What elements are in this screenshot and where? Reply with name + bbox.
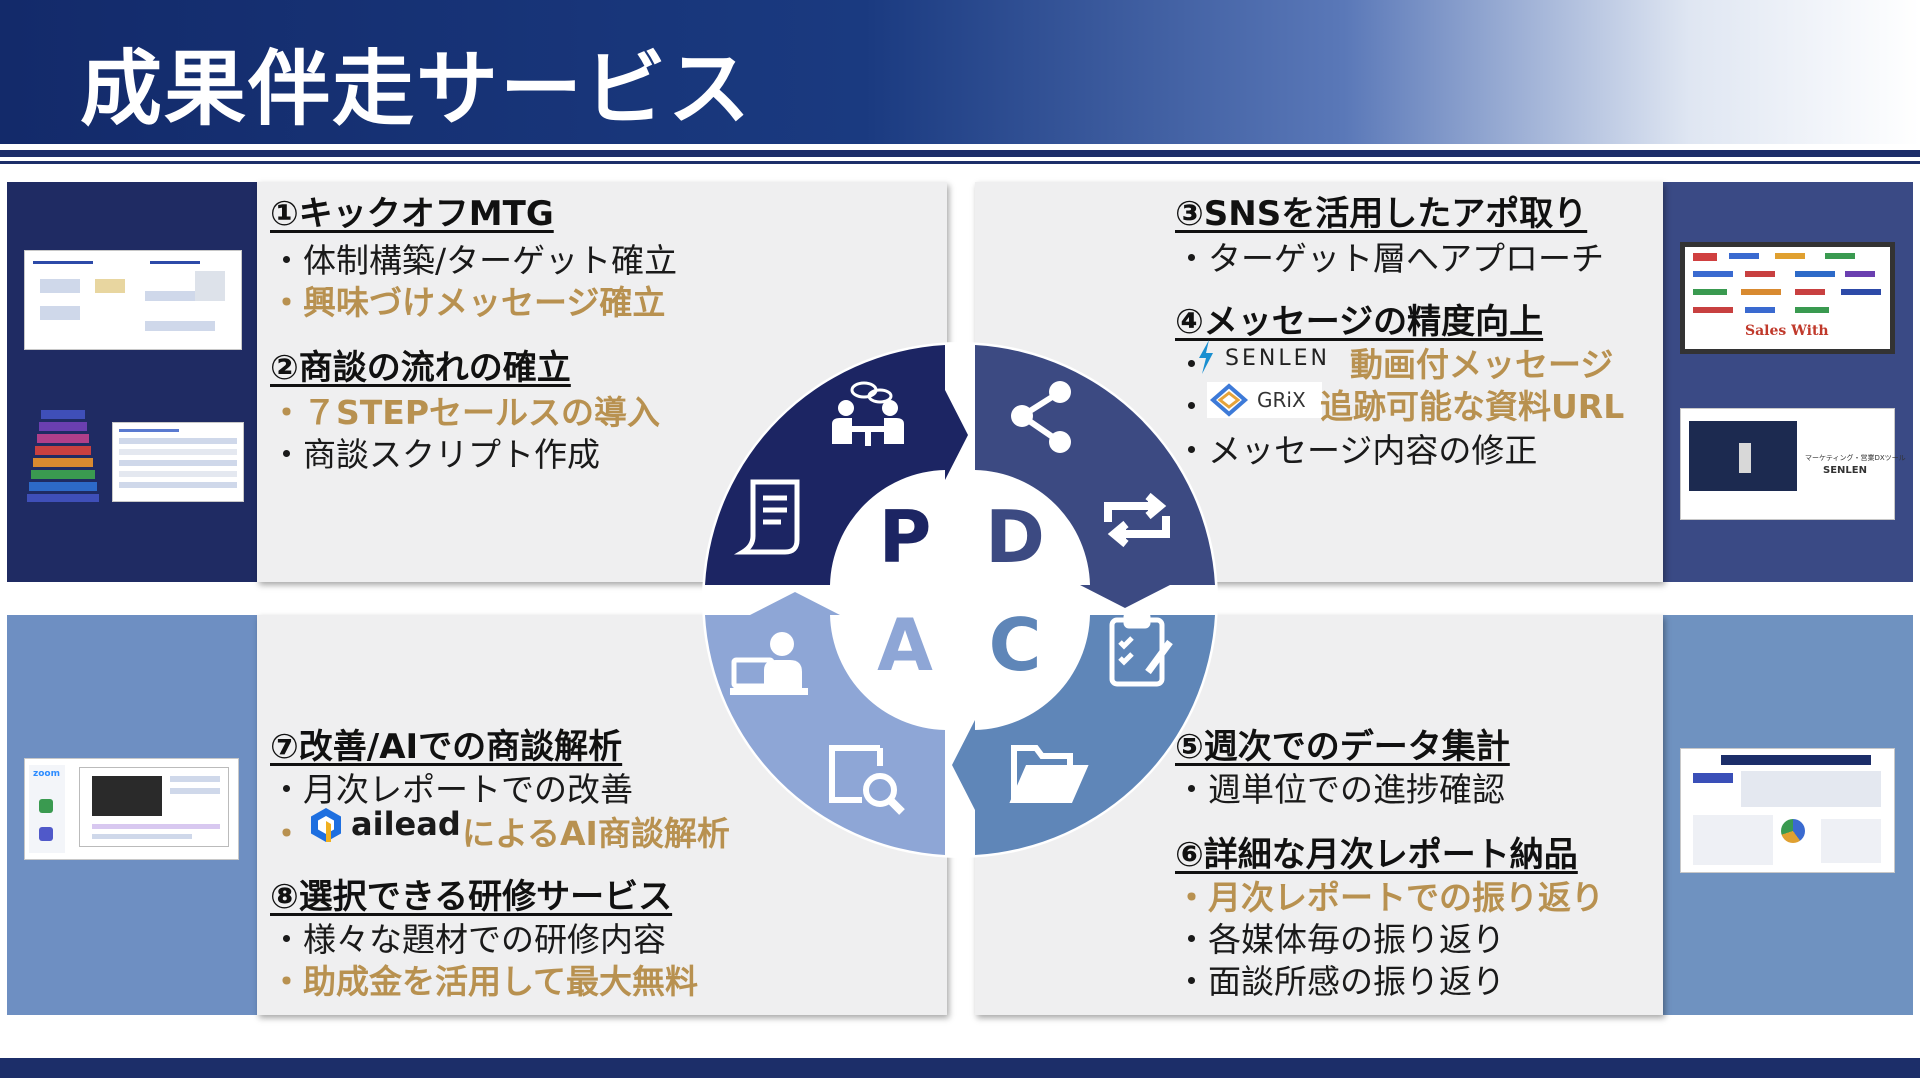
senlen-logo-text: SENLEN <box>1225 346 1330 371</box>
ailead-analysis-text: によるAI商談解析 <box>462 814 730 853</box>
monthly-report-thumbnail <box>1680 748 1895 873</box>
grix-url-text: 追跡可能な資料URL <box>1320 387 1625 426</box>
meeting-analysis-thumbnail: zoom <box>24 758 239 860</box>
section-flow-item-1: ・７STEPセールスの導入 <box>270 393 661 432</box>
section-monthly-item-3: ・面談所感の振り返り <box>1175 962 1505 1001</box>
person-laptop-icon <box>730 632 808 695</box>
senlen-caption-2: SENLEN <box>1823 465 1867 476</box>
pdca-letter-p: P <box>879 495 932 579</box>
pdca-cycle: P D A C <box>702 342 1218 858</box>
section-message-item-3: ・メッセージ内容の修正 <box>1175 431 1538 470</box>
section-training-item-1: ・様々な題材での研修内容 <box>270 920 666 959</box>
search-box-icon <box>829 745 905 815</box>
section-monthly-item-1: ・月次レポートでの振り返り <box>1175 878 1604 917</box>
folder-icon <box>1009 745 1089 803</box>
pdca-letter-a: A <box>877 603 933 687</box>
page-title: 成果伴走サービス <box>80 42 753 137</box>
senlen-logo <box>1197 340 1215 374</box>
side-panel-bottom-left: zoom <box>7 615 257 1015</box>
meeting-tools-sidebar: zoom <box>29 765 65 853</box>
header-rule-thin <box>0 161 1920 164</box>
side-panel-top-right: Sales With マーケティング・営業DXツール SENLEN <box>1663 182 1913 582</box>
section-sns-heading: ③SNSを活用したアポ取り <box>1175 194 1588 234</box>
sales-script-thumbnail <box>112 422 244 502</box>
footer-bar <box>0 1058 1920 1078</box>
section-training-heading: ⑧選択できる研修サービス <box>270 877 673 917</box>
section-improve-item-1: ・月次レポートでの改善 <box>270 770 633 809</box>
repeat-icon <box>1104 492 1170 548</box>
ailead-logo-text: ailead <box>351 805 461 843</box>
senlen-caption-1: マーケティング・営業DXツール <box>1805 454 1906 462</box>
pdca-segment-plan <box>705 345 968 585</box>
section-improve-heading: ⑦改善/AIでの商談解析 <box>270 727 623 767</box>
section-kickoff-item-2: ・興味づけメッセージ確立 <box>270 283 666 322</box>
section-sns-item-1: ・ターゲット層へアプローチ <box>1175 239 1604 278</box>
section-monthly-heading: ⑥詳細な月次レポート納品 <box>1175 835 1578 875</box>
bullet-dot: ・ <box>1175 345 1208 384</box>
senlen-thumbnail: マーケティング・営業DXツール SENLEN <box>1680 408 1906 520</box>
ailead-logo-icon <box>309 807 343 843</box>
section-training-item-2: ・助成金を活用して最大無料 <box>270 962 699 1001</box>
section-weekly-item-1: ・週単位での進捗確認 <box>1175 770 1505 809</box>
document-icon <box>733 479 800 555</box>
section-flow-item-2: ・商談スクリプト作成 <box>270 435 600 474</box>
section-flow-heading: ②商談の流れの確立 <box>270 348 571 388</box>
section-kickoff-item-1: ・体制構築/ターゲット確立 <box>270 241 678 280</box>
grix-logo: GRiX <box>1207 382 1322 418</box>
grix-logo-text: GRiX <box>1257 388 1306 412</box>
senlen-message-text: 動画付メッセージ <box>1350 345 1614 384</box>
header-banner: 成果伴走サービス <box>0 0 1920 144</box>
bullet-dot: ・ <box>270 814 303 853</box>
pdca-letter-c: C <box>989 603 1042 687</box>
side-panel-bottom-right <box>1663 615 1913 1015</box>
section-weekly-heading: ⑤週次でのデータ集計 <box>1175 727 1510 767</box>
section-monthly-item-2: ・各媒体毎の振り返り <box>1175 920 1505 959</box>
bullet-dot: ・ <box>1175 387 1208 426</box>
share-icon <box>1011 381 1071 453</box>
sales-with-logos-thumbnail: Sales With <box>1680 242 1895 354</box>
header-rule <box>0 150 1920 157</box>
meeting-icon <box>832 381 904 446</box>
section-kickoff-heading: ①キックオフMTG <box>270 194 554 234</box>
sales-with-caption: Sales With <box>1745 323 1829 339</box>
kickoff-flow-thumbnail <box>24 250 242 350</box>
section-message-heading: ④メッセージの精度向上 <box>1175 302 1544 342</box>
clipboard-check-icon <box>1109 611 1173 687</box>
seven-step-pyramid-thumbnail <box>27 410 99 502</box>
pdca-letter-d: D <box>985 495 1045 579</box>
side-panel-top-left <box>7 182 257 582</box>
zoom-label: zoom <box>33 769 60 779</box>
